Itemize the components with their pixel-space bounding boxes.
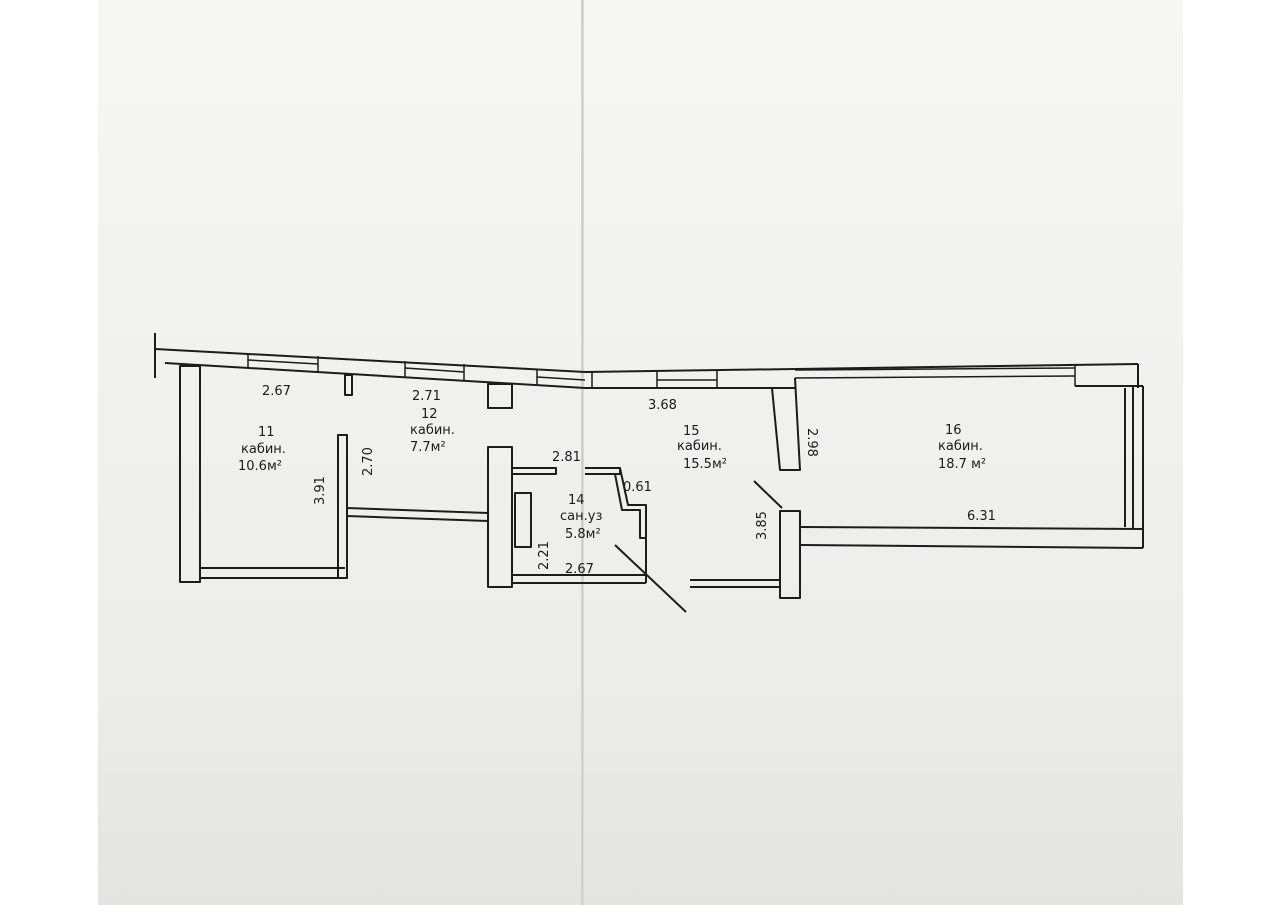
paper-fold xyxy=(581,0,584,905)
dim-room16-bottom: 6.31 xyxy=(967,509,996,524)
small-pillar xyxy=(344,374,353,396)
room-number: 11 xyxy=(258,425,275,440)
room-type: кабин. xyxy=(677,439,722,454)
room-type: кабин. xyxy=(938,439,983,454)
dim-room11-top: 2.67 xyxy=(262,384,291,399)
pillar-top xyxy=(487,383,513,409)
room-area: 5.8м² xyxy=(565,527,601,542)
dim-room14-top: 2.81 xyxy=(552,450,581,465)
paper-sheet xyxy=(98,0,1183,905)
room-11-label: 11 кабин. 10.6м² xyxy=(238,425,286,474)
room-type: кабин. xyxy=(410,423,455,438)
room-15-label: 15 кабин. 15.5м² xyxy=(677,424,727,472)
room-14-label: 14 сан.уз 5.8м² xyxy=(560,493,602,542)
room-type: кабин. xyxy=(241,442,286,457)
room-11-walls xyxy=(179,365,489,583)
room-area: 15.5м² xyxy=(683,457,727,472)
dim-room11-side: 3.91 xyxy=(313,476,328,505)
dim-room14-side: 2.21 xyxy=(537,541,552,570)
room-area: 18.7 м² xyxy=(938,457,986,472)
room-area: 10.6м² xyxy=(238,459,282,474)
exterior-wall-top xyxy=(154,333,1139,389)
dim-room12-top: 2.71 xyxy=(412,389,441,404)
dim-room14-bottom: 2.67 xyxy=(565,562,594,577)
room-number: 15 xyxy=(683,424,700,439)
room-12-label: 12 кабин. 7.7м² xyxy=(410,407,455,455)
wall-15-16 xyxy=(771,377,801,471)
dim-room14-step: 0.61 xyxy=(623,480,652,495)
dim-room16-side: 2.98 xyxy=(804,428,819,457)
dim-room15-side: 3.85 xyxy=(755,511,770,540)
dimension-labels: 2.67 3.91 2.71 2.70 2.81 0.61 2.21 2.67 … xyxy=(262,384,996,577)
dim-room12-side: 2.70 xyxy=(361,447,376,476)
room-number: 12 xyxy=(421,407,438,422)
windows-top xyxy=(247,353,1076,388)
room-16-walls xyxy=(799,364,1144,549)
room-area: 7.7м² xyxy=(410,440,446,455)
corridor-wall xyxy=(690,480,801,599)
room-number: 14 xyxy=(568,493,585,508)
room-16-label: 16 кабин. 18.7 м² xyxy=(938,423,986,472)
dim-room15-top: 3.68 xyxy=(648,398,677,413)
room-type: сан.уз xyxy=(560,509,602,524)
room-number: 16 xyxy=(945,423,962,438)
room-14-walls xyxy=(487,446,687,613)
